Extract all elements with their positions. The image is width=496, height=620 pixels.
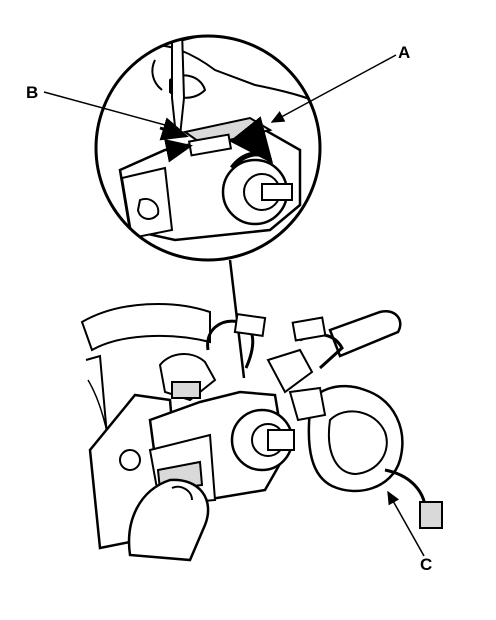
switch-stalk <box>328 309 402 358</box>
callout-b-label: B <box>26 83 39 102</box>
detail-magnifier <box>94 34 322 262</box>
assembly-hand <box>127 478 210 562</box>
dashboard-outline <box>80 302 211 352</box>
rotation-arrow <box>229 116 274 170</box>
detail-magnifier-border <box>94 34 322 262</box>
callout-c-leader <box>387 490 425 557</box>
callout-c-label: C <box>420 555 433 574</box>
screwdriver <box>171 36 186 137</box>
callout-b-leader <box>43 91 178 131</box>
steering-column-assembly <box>80 302 443 562</box>
detail-magnifier-content <box>118 36 320 242</box>
callout-a-leader <box>270 54 397 123</box>
callout-a-label: A <box>398 43 411 62</box>
